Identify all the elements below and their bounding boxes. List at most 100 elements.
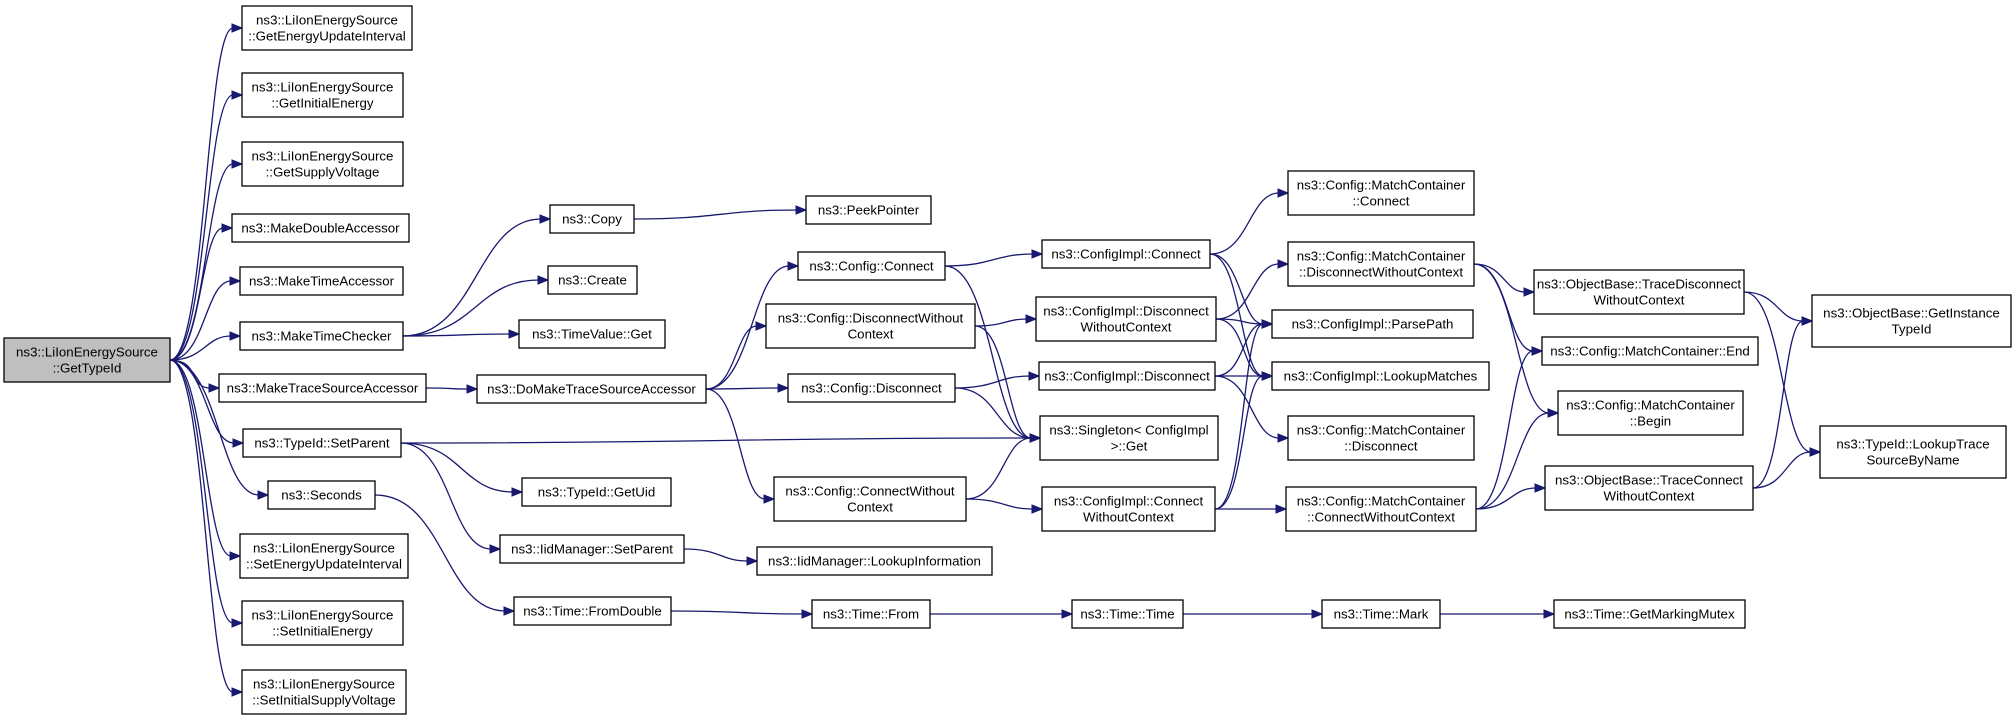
arrowhead-icon xyxy=(221,223,234,233)
node-box[interactable] xyxy=(1557,390,1744,436)
node-box[interactable] xyxy=(241,5,413,51)
node-set-initial-energy[interactable]: ns3::LiIonEnergySource::SetInitialEnergy xyxy=(241,600,404,646)
node-box[interactable] xyxy=(1285,486,1477,532)
node-box[interactable] xyxy=(1321,599,1441,629)
node-box[interactable] xyxy=(239,533,409,579)
node-time-from-double[interactable]: ns3::Time::FromDouble xyxy=(513,596,672,626)
arrowhead-icon xyxy=(1029,433,1042,443)
node-box[interactable] xyxy=(267,480,376,510)
node-box[interactable] xyxy=(218,373,427,403)
node-box[interactable] xyxy=(1038,361,1216,391)
node-match-container-connect[interactable]: ns3::Config::MatchContainer::Connect xyxy=(1287,170,1475,216)
node-box[interactable] xyxy=(797,251,946,281)
node-get-supply-voltage[interactable]: ns3::LiIonEnergySource::GetSupplyVoltage xyxy=(241,141,404,187)
node-box[interactable] xyxy=(239,266,404,296)
arrowhead-icon xyxy=(489,544,502,554)
node-box[interactable] xyxy=(1271,361,1490,391)
node-box[interactable] xyxy=(1287,170,1475,216)
node-time-value-get[interactable]: ns3::TimeValue::Get xyxy=(518,319,666,349)
node-config-impl-lookup-matches[interactable]: ns3::ConfigImpl::LookupMatches xyxy=(1271,361,1490,391)
node-box[interactable] xyxy=(1287,415,1475,461)
node-box[interactable] xyxy=(1271,309,1474,339)
node-set-energy-update-interval[interactable]: ns3::LiIonEnergySource::SetEnergyUpdateI… xyxy=(239,533,409,579)
node-box[interactable] xyxy=(1553,599,1746,629)
node-box[interactable] xyxy=(765,303,976,349)
node-time-time[interactable]: ns3::Time::Time xyxy=(1071,599,1184,629)
node-get-energy-update-interval[interactable]: ns3::LiIonEnergySource::GetEnergyUpdateI… xyxy=(241,5,413,51)
node-config-disconnect-without-context[interactable]: ns3::Config::DisconnectWithoutContext xyxy=(765,303,976,349)
node-box[interactable] xyxy=(549,204,635,234)
node-box[interactable] xyxy=(1811,294,2012,348)
node-match-container-disconnect-without-context[interactable]: ns3::Config::MatchContainer::DisconnectW… xyxy=(1287,241,1475,287)
node-box[interactable] xyxy=(476,374,707,404)
node-box[interactable] xyxy=(1544,465,1754,511)
node-make-time-accessor[interactable]: ns3::MakeTimeAccessor xyxy=(239,266,404,296)
node-peek-pointer[interactable]: ns3::PeekPointer xyxy=(805,195,932,225)
node-config-impl-parse-path[interactable]: ns3::ConfigImpl::ParsePath xyxy=(1271,309,1474,339)
node-box[interactable] xyxy=(787,373,956,403)
node-box[interactable] xyxy=(241,600,404,646)
node-do-make-trace-source-accessor[interactable]: ns3::DoMakeTraceSourceAccessor xyxy=(476,374,707,404)
edge-make-time-checker-to-copy xyxy=(402,214,552,337)
node-iid-manager-lookup-information[interactable]: ns3::IidManager::LookupInformation xyxy=(756,546,993,576)
node-set-initial-supply-voltage[interactable]: ns3::LiIonEnergySource::SetInitialSupply… xyxy=(241,669,407,715)
node-config-impl-connect[interactable]: ns3::ConfigImpl::Connect xyxy=(1041,239,1211,269)
node-box[interactable] xyxy=(518,319,666,349)
node-config-disconnect[interactable]: ns3::Config::Disconnect xyxy=(787,373,956,403)
node-box[interactable] xyxy=(1819,425,2007,479)
node-config-connect[interactable]: ns3::Config::Connect xyxy=(797,251,946,281)
node-seconds[interactable]: ns3::Seconds xyxy=(267,480,376,510)
node-box[interactable] xyxy=(1533,269,1745,315)
node-box[interactable] xyxy=(773,476,967,522)
node-box[interactable] xyxy=(1541,336,1759,366)
node-singleton-get[interactable]: ns3::Singleton< ConfigImpl >::Get xyxy=(1039,415,1219,461)
node-box[interactable] xyxy=(1287,241,1475,287)
node-type-id-get-uid[interactable]: ns3::TypeId::GetUid xyxy=(521,477,672,507)
node-box[interactable] xyxy=(513,596,672,626)
node-box[interactable] xyxy=(242,428,402,458)
node-time-from[interactable]: ns3::Time::From xyxy=(811,599,931,629)
node-copy[interactable]: ns3::Copy xyxy=(549,204,635,234)
node-box[interactable] xyxy=(241,669,407,715)
node-config-impl-connect-without-context[interactable]: ns3::ConfigImpl::ConnectWithoutContext xyxy=(1041,486,1216,532)
node-box[interactable] xyxy=(241,141,404,187)
node-root[interactable]: ns3::LiIonEnergySource::GetTypeId xyxy=(3,337,171,383)
node-box[interactable] xyxy=(521,477,672,507)
node-box[interactable] xyxy=(547,265,638,295)
node-get-initial-energy[interactable]: ns3::LiIonEnergySource::GetInitialEnergy xyxy=(241,72,404,118)
node-make-time-checker[interactable]: ns3::MakeTimeChecker xyxy=(239,321,404,351)
node-time-mark[interactable]: ns3::Time::Mark xyxy=(1321,599,1441,629)
node-match-container-end[interactable]: ns3::Config::MatchContainer::End xyxy=(1541,336,1759,366)
node-box[interactable] xyxy=(499,534,685,564)
node-box[interactable] xyxy=(241,72,404,118)
node-create[interactable]: ns3::Create xyxy=(547,265,638,295)
node-box[interactable] xyxy=(1071,599,1184,629)
node-object-base-trace-disconnect-without-context[interactable]: ns3::ObjectBase::TraceDisconnectWithoutC… xyxy=(1533,269,1745,315)
node-box[interactable] xyxy=(239,321,404,351)
node-iid-manager-set-parent[interactable]: ns3::IidManager::SetParent xyxy=(499,534,685,564)
node-type-id-set-parent[interactable]: ns3::TypeId::SetParent xyxy=(242,428,402,458)
node-box[interactable] xyxy=(1035,296,1217,342)
node-match-container-begin[interactable]: ns3::Config::MatchContainer::Begin xyxy=(1557,390,1744,436)
node-time-get-marking-mutex[interactable]: ns3::Time::GetMarkingMutex xyxy=(1553,599,1746,629)
edge-line xyxy=(425,387,469,390)
node-box[interactable] xyxy=(805,195,932,225)
node-box[interactable] xyxy=(1041,239,1211,269)
node-match-container-connect-without-context[interactable]: ns3::Config::MatchContainer::ConnectWith… xyxy=(1285,486,1477,532)
node-make-trace-source-accessor[interactable]: ns3::MakeTraceSourceAccessor xyxy=(218,373,427,403)
node-box[interactable] xyxy=(1039,415,1219,461)
node-label: Context xyxy=(848,327,894,342)
node-config-impl-disconnect-without-context[interactable]: ns3::ConfigImpl::DisconnectWithoutContex… xyxy=(1035,296,1217,342)
node-box[interactable] xyxy=(231,213,410,243)
node-box[interactable] xyxy=(756,546,993,576)
node-match-container-disconnect[interactable]: ns3::Config::MatchContainer::Disconnect xyxy=(1287,415,1475,461)
node-box[interactable] xyxy=(3,337,171,383)
node-config-impl-disconnect[interactable]: ns3::ConfigImpl::Disconnect xyxy=(1038,361,1216,391)
node-box[interactable] xyxy=(1041,486,1216,532)
node-box[interactable] xyxy=(811,599,931,629)
node-config-connect-without-context[interactable]: ns3::Config::ConnectWithoutContext xyxy=(773,476,967,522)
node-make-double-accessor[interactable]: ns3::MakeDoubleAccessor xyxy=(231,213,410,243)
node-object-base-trace-connect-without-context[interactable]: ns3::ObjectBase::TraceConnectWithoutCont… xyxy=(1544,465,1754,511)
